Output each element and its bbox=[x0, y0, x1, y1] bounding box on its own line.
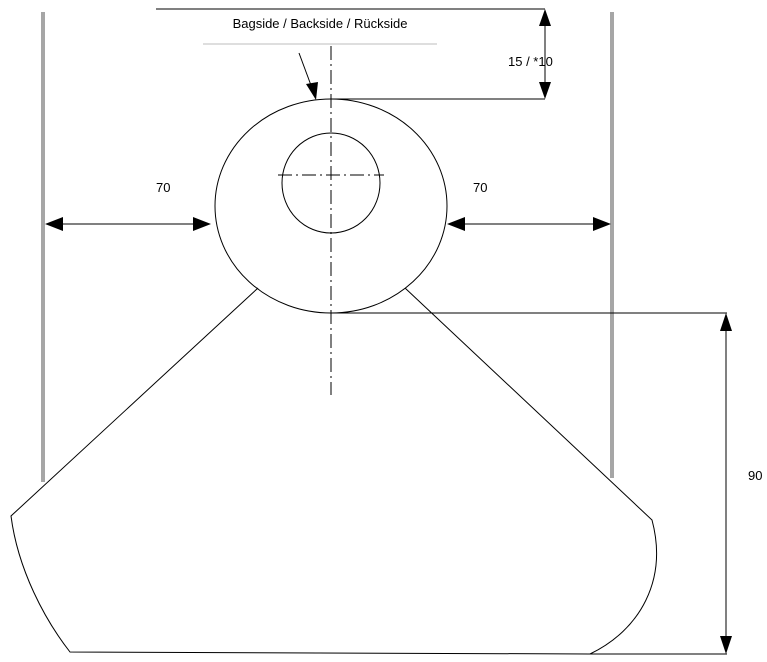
top-dimension-arrow-up bbox=[539, 9, 551, 26]
top-distance-label: 15 / *10 bbox=[508, 54, 553, 69]
height-dimension-label: 90 bbox=[748, 468, 762, 483]
right-clearance-label: 70 bbox=[473, 180, 487, 195]
right-clearance-arrow-left bbox=[447, 217, 465, 231]
backside-label: Bagside / Backside / Rückside bbox=[233, 16, 408, 31]
left-clearance-arrow-left bbox=[45, 217, 63, 231]
left-clearance-arrow-right bbox=[193, 217, 211, 231]
right-clearance-arrow-right bbox=[593, 217, 611, 231]
left-clearance-label: 70 bbox=[156, 180, 170, 195]
height-arrow-up bbox=[720, 313, 732, 331]
height-arrow-down bbox=[720, 636, 732, 654]
top-dimension-arrow-down bbox=[539, 82, 551, 99]
base-body-outline bbox=[10, 287, 657, 655]
backside-leader-line bbox=[298, 52, 313, 89]
backside-leader-arrowhead bbox=[306, 82, 318, 100]
